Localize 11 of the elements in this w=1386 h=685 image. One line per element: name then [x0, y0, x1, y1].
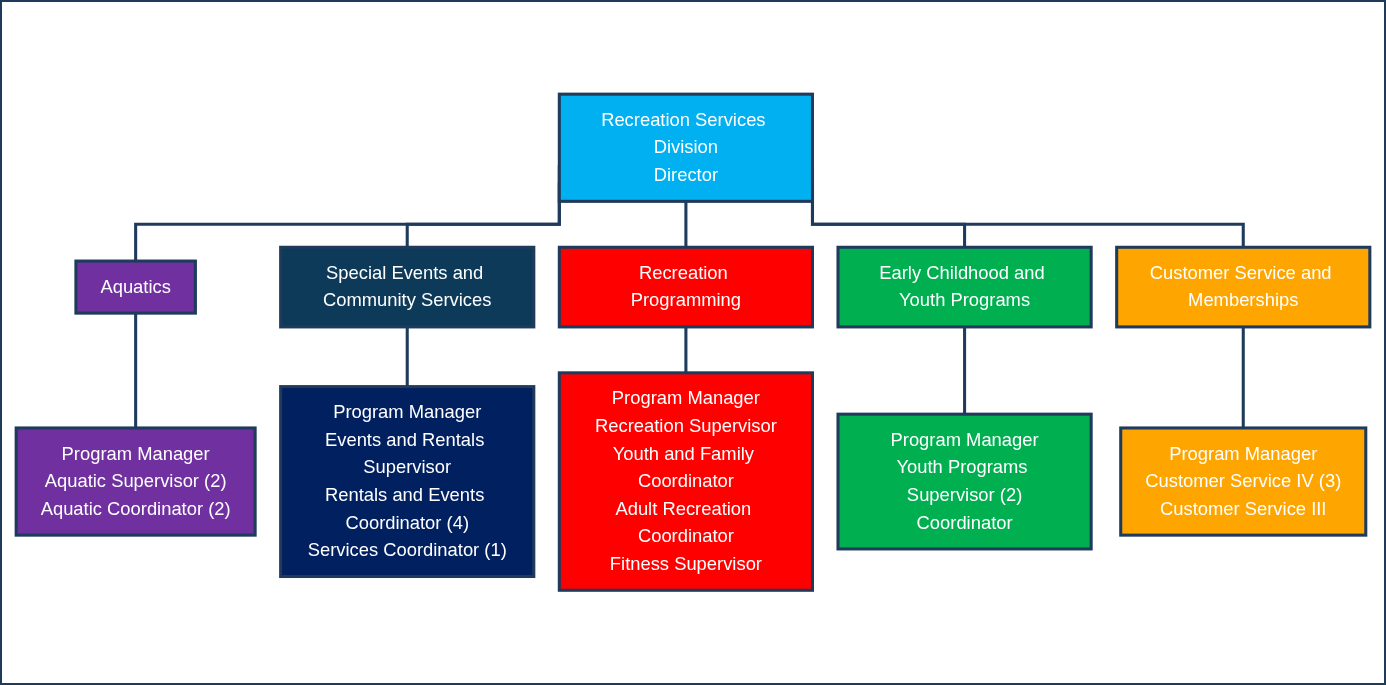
node-box: Aquatics [74, 259, 197, 315]
node-box: Program Manager Customer Service IV (3) Customer Service III [1119, 426, 1368, 537]
node-box: Early Childhood and Youth Programs [836, 246, 1093, 329]
node-box: Program Manager Youth Programs Supervisor (2) Coordinator [836, 412, 1093, 551]
node-box: Program Manager Aquatic Supervisor (2) Aquatic Coordinator (2) [14, 426, 257, 537]
node-box: Special Events and Community Services [279, 246, 536, 329]
node-box: Program Manager Events and Rentals Supervisor Rentals and Events Coordinator (4) Services Coordinator (1) [279, 385, 536, 579]
node-box: Program Manager Recreation Supervisor Youth and Family Coordinator Adult Recreation Coordinator Fitness Supervisor [557, 371, 814, 593]
node-box: Recreation Programming [557, 246, 814, 329]
node-box: Recreation Services Division Director [557, 92, 814, 204]
node-box: Customer Service and Memberships [1115, 246, 1372, 329]
